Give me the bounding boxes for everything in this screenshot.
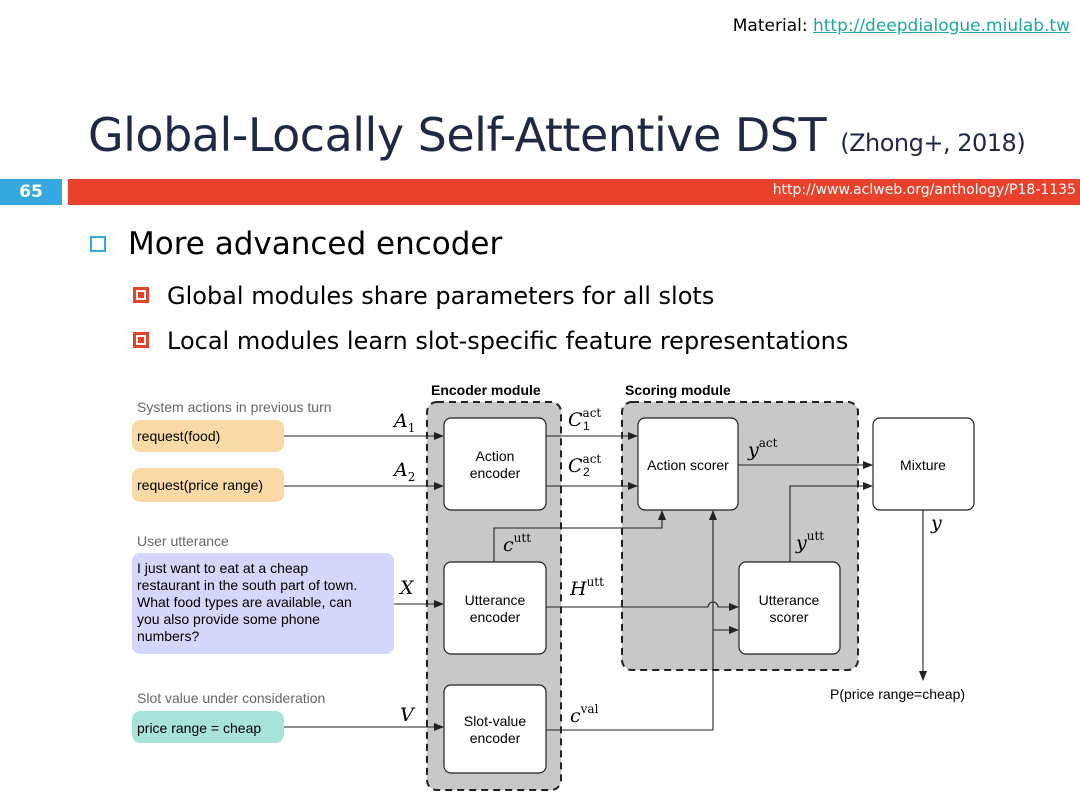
utterance-line-5: numbers? (137, 628, 199, 644)
action-scorer-box (637, 417, 739, 511)
reference-url[interactable]: http://www.aclweb.org/anthology/P18-1135 (772, 182, 1076, 198)
slot-value-input (132, 711, 284, 743)
utterance-scorer-box (738, 561, 841, 655)
symbol-x: X (398, 577, 415, 599)
action-encoder-line-2: encoder (470, 465, 521, 481)
title-text: Global-Locally Self-Attentive DST (88, 108, 827, 162)
utterance-encoder-line-2: encoder (470, 609, 521, 625)
symbol-c2-act: Cact (568, 452, 601, 477)
symbol-c1-act: Cact (568, 406, 601, 431)
symbol-c-val: cval (570, 702, 599, 727)
symbol-y-act: yact (747, 436, 778, 461)
filled-square-icon (133, 332, 149, 348)
symbol-c-utt: cutt (503, 531, 531, 556)
bullet-main: More advanced encoder (90, 226, 502, 262)
utterance-line-1: I just want to eat at a cheap (137, 560, 308, 576)
utterance-line-2: restaurant in the south part of town. (137, 577, 357, 593)
scoring-module-label: Scoring module (625, 382, 731, 398)
material-note: Material: http://deepdialogue.miulab.tw (733, 16, 1070, 36)
symbol-c2-sub: 2 (583, 465, 590, 479)
filled-square-icon (133, 287, 149, 303)
bullet-sub-1-text: Global modules share parameters for all … (167, 282, 715, 310)
slot-value-encoder-line-1: Slot-value (464, 713, 526, 729)
utterance-encoder-line-1: Utterance (465, 592, 526, 608)
utterance-scorer-line-1: Utterance (759, 592, 820, 608)
action2-text: request(price range) (137, 477, 263, 493)
slide-number: 65 (0, 179, 62, 205)
title-citation: (Zhong+, 2018) (840, 129, 1026, 157)
utterance-input (132, 553, 394, 654)
slot-value-label: Slot value under consideration (137, 690, 325, 706)
material-prefix: Material: (732, 16, 808, 36)
symbol-v: V (400, 704, 416, 726)
hollow-square-icon (90, 235, 106, 252)
sys-actions-label: System actions in previous turn (137, 399, 332, 415)
bullet-sub-2: Local modules learn slot-specific featur… (133, 327, 848, 355)
slot-value-encoder-box (443, 684, 547, 774)
symbol-a2: A2 (392, 459, 415, 484)
output-label: P(price range=cheap) (830, 686, 965, 702)
action1-input (132, 420, 284, 452)
action1-text: request(food) (137, 428, 220, 444)
material-link[interactable]: http://deepdialogue.miulab.tw (812, 16, 1070, 36)
action-encoder-line-1: Action (476, 448, 515, 464)
slide-title: Global-Locally Self-Attentive DST (Zhong… (88, 108, 1026, 162)
bullet-sub-1: Global modules share parameters for all … (133, 282, 714, 310)
bullet-main-text: More advanced encoder (128, 226, 503, 262)
symbol-a1: A1 (392, 410, 415, 435)
mixture-text: Mixture (900, 457, 946, 473)
symbol-y-utt: yutt (795, 529, 824, 554)
symbol-h-utt: Hutt (569, 575, 604, 600)
slot-value-encoder-line-2: encoder (470, 730, 521, 746)
symbol-y: y (930, 512, 942, 534)
action-scorer-text: Action scorer (647, 457, 729, 473)
utterance-scorer-line-2: scorer (770, 609, 809, 625)
user-utterance-label: User utterance (137, 533, 229, 549)
utterance-encoder-box (443, 561, 547, 655)
symbol-c1-sub: 1 (583, 419, 590, 433)
action-encoder-box (443, 417, 547, 511)
slot-value-text: price range = cheap (137, 720, 261, 736)
utterance-line-4: you also provide some phone (137, 611, 320, 627)
utterance-line-3: What food types are available, can (137, 594, 352, 610)
action2-input (132, 468, 284, 502)
title-bar (68, 179, 1080, 205)
bullet-sub-2-text: Local modules learn slot-specific featur… (167, 327, 849, 355)
encoder-module-label: Encoder module (431, 382, 541, 398)
